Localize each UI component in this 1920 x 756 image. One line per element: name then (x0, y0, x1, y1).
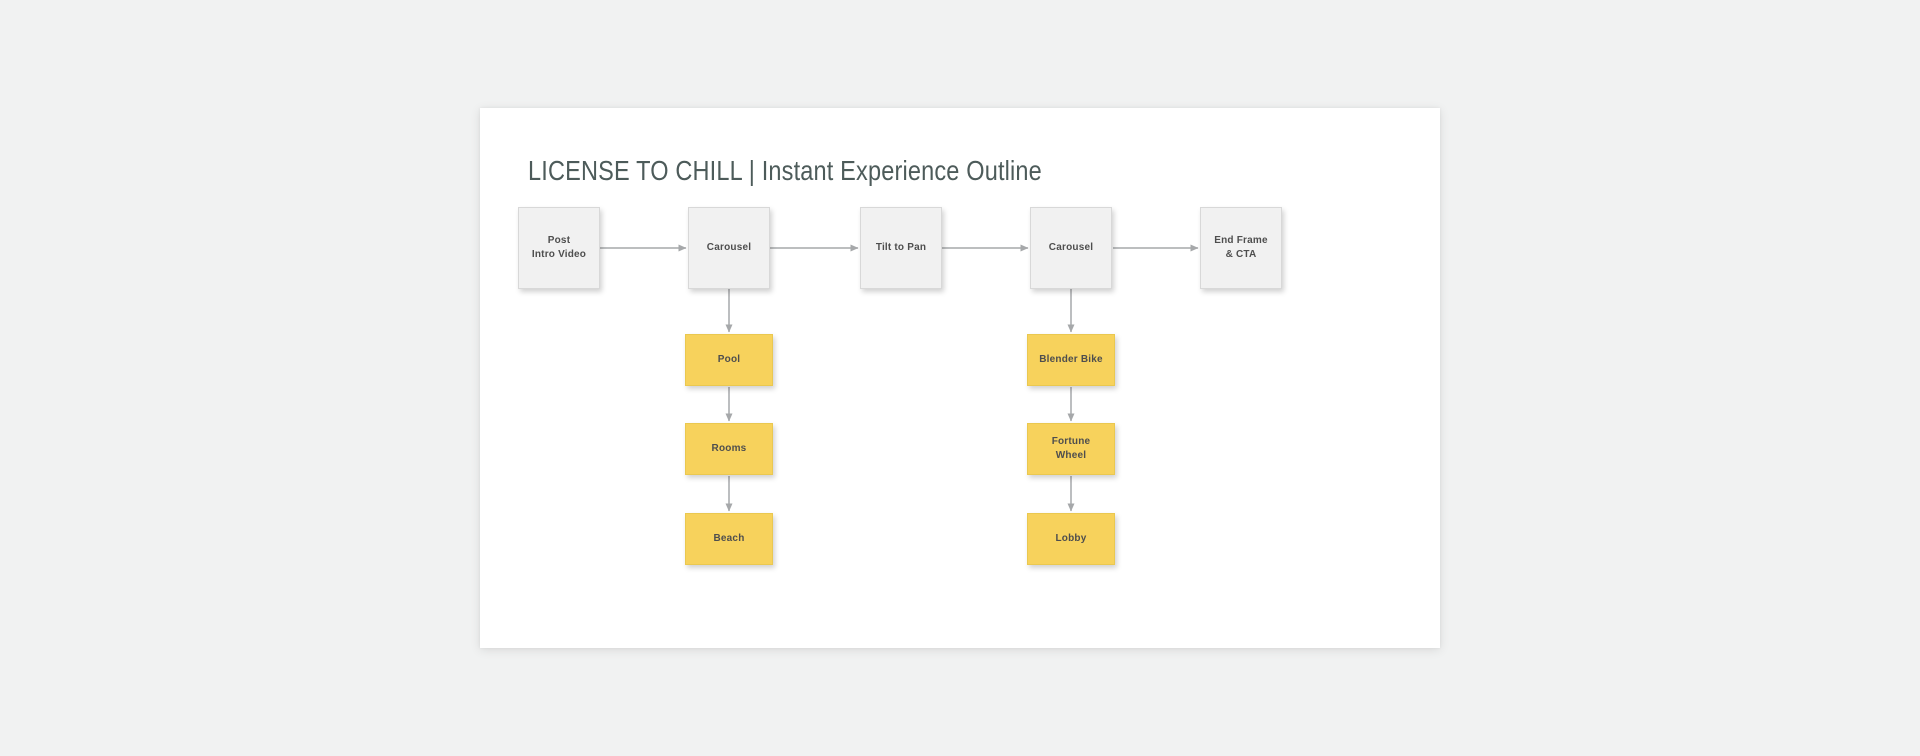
flow-node-pool: Pool (685, 334, 773, 386)
node-label: Carousel (1048, 242, 1094, 253)
page-title: LICENSE TO CHILL | Instant Experience Ou… (528, 155, 1042, 186)
flow-node-fortune-wheel: Fortune Wheel (1027, 423, 1115, 475)
node-label: End Frame & CTA (1214, 235, 1268, 260)
node-label: Blender Bike (1039, 354, 1103, 365)
flow-node-rooms: Rooms (685, 423, 773, 475)
node-label: Post Intro Video (531, 235, 587, 260)
flow-arrows (600, 244, 1199, 512)
flow-node-beach: Beach (685, 513, 773, 565)
flow-node-blender-bike: Blender Bike (1027, 334, 1115, 386)
flow-node-end-frame-cta: End Frame & CTA (1200, 207, 1282, 289)
node-label: Rooms (711, 443, 747, 454)
flow-node-lobby: Lobby (1027, 513, 1115, 565)
flow-node-tilt-to-pan: Tilt to Pan (860, 207, 942, 289)
node-label: Carousel (706, 242, 752, 253)
flow-node-post-intro-video: Post Intro Video (518, 207, 600, 289)
node-label: Beach (713, 533, 745, 544)
node-label: Lobby (1055, 533, 1087, 544)
node-label: Tilt to Pan (875, 242, 927, 253)
flow-node-carousel-2: Carousel (1030, 207, 1112, 289)
flow-node-carousel-1: Carousel (688, 207, 770, 289)
slide-card: LICENSE TO CHILL | Instant Experience Ou… (480, 108, 1440, 648)
node-label: Fortune Wheel (1051, 436, 1091, 461)
node-label: Pool (717, 354, 741, 365)
